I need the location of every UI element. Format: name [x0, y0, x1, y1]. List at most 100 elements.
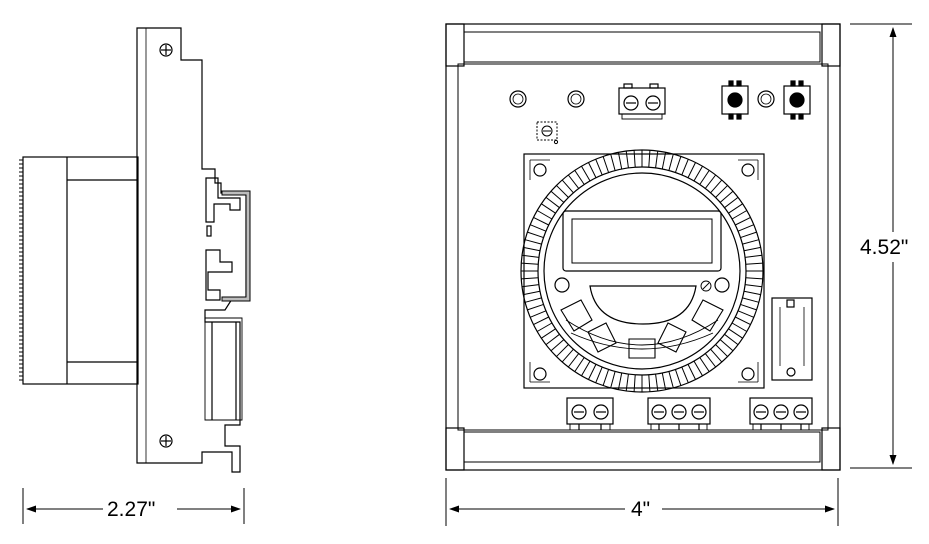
- dial-segment-tick: [581, 360, 591, 377]
- dial-segment-tick: [588, 364, 597, 380]
- dial-buttons: [560, 299, 724, 359]
- dial-segment-tick: [625, 150, 629, 168]
- terminal-block-2: [618, 83, 666, 120]
- dimension-label-side-width: 2.27": [103, 498, 160, 522]
- dial-button: [587, 322, 617, 353]
- dial-segment-tick: [693, 165, 703, 182]
- dial-segment-tick: [737, 224, 754, 232]
- terminal-block-3-center: [647, 397, 711, 431]
- dial-segment-tick: [556, 185, 569, 198]
- dial-segment-tick: [742, 297, 760, 303]
- dial-segment-tick: [724, 333, 739, 346]
- dial-segment-tick: [523, 246, 541, 252]
- dial-segment-tick: [524, 239, 542, 245]
- dial-segment-tick: [655, 374, 659, 392]
- dial-segment-tick: [550, 190, 565, 203]
- dial-segment-tick: [699, 357, 710, 372]
- dial-button: [560, 299, 593, 332]
- dial-segment-tick: [581, 165, 591, 182]
- dial-segment-tick: [602, 369, 610, 386]
- dial-knob: [554, 277, 570, 293]
- dial-segment-tick: [742, 239, 760, 245]
- dial-segment-tick: [715, 344, 728, 357]
- din-rail: [221, 190, 251, 302]
- dial-segment-tick: [521, 254, 539, 258]
- timer-dial-segments: [521, 150, 763, 392]
- dial-button: [691, 299, 724, 332]
- dial-segment-tick: [731, 322, 748, 332]
- side-dial-knurl: [19, 159, 23, 381]
- dial-segment-tick: [704, 353, 717, 368]
- dial-segment-tick: [745, 284, 763, 288]
- dial-segment-tick: [648, 150, 651, 168]
- dial-segment-tick: [602, 156, 610, 173]
- dial-segment-tick: [561, 348, 574, 363]
- dial-segment-tick: [527, 303, 544, 311]
- dial-segment-tick: [735, 316, 751, 325]
- dial-segment-tick: [719, 190, 734, 203]
- dial-segment-tick: [661, 152, 667, 170]
- dial-segment-tick: [521, 277, 539, 280]
- battery-slot: [771, 297, 813, 381]
- mounting-hole: [741, 163, 755, 177]
- dial-segment-tick: [728, 203, 743, 214]
- dial-segment-tick: [595, 366, 603, 383]
- dial-segment-tick: [661, 372, 667, 390]
- corner-block: [445, 23, 465, 67]
- dimension-front-height: [850, 23, 912, 469]
- dial-segment-tick: [715, 185, 728, 198]
- push-button: [721, 80, 749, 120]
- mounting-hole: [533, 163, 547, 177]
- side-view: [19, 27, 251, 473]
- dial-segment-tick: [745, 262, 763, 265]
- terminal-block-3-right: [749, 397, 813, 431]
- dial-segment-tick: [617, 372, 623, 390]
- dial-segment-tick: [556, 344, 569, 357]
- led-indicator: [509, 90, 527, 108]
- dial-knob: [714, 277, 730, 293]
- dial-segment-tick: [545, 333, 560, 346]
- dial-segment-tick: [719, 339, 734, 352]
- trimmer-potentiometer: [536, 121, 559, 145]
- dimension-front-width: [445, 478, 839, 526]
- dial-segment-tick: [737, 310, 754, 318]
- dial-segment-tick: [610, 371, 616, 389]
- dial-segment-tick: [740, 303, 757, 311]
- dial-segment-tick: [743, 290, 761, 296]
- dial-segment-tick: [745, 254, 763, 258]
- dial-cover: [589, 285, 697, 325]
- dial-segment-tick: [740, 231, 757, 239]
- din-rail-clip: [205, 177, 241, 223]
- dial-segment-tick: [533, 217, 549, 226]
- dial-segment-tick: [687, 162, 696, 178]
- dial-segment-tick: [536, 322, 553, 332]
- corner-block: [821, 23, 841, 67]
- led-indicator: [757, 90, 775, 108]
- dial-segment-tick: [735, 217, 751, 226]
- dial-segment-tick: [545, 196, 560, 209]
- dial-segment-tick: [743, 246, 761, 252]
- dial-segment-tick: [530, 310, 547, 318]
- dial-segment-tick: [521, 284, 539, 288]
- dial-segment-tick: [655, 150, 659, 168]
- dial-segment-tick: [710, 348, 723, 363]
- terminal-block-2-bottom: [566, 397, 614, 431]
- timer-dial-face: [543, 172, 741, 370]
- dial-segment-tick: [681, 366, 689, 383]
- screw-icon: [159, 43, 173, 57]
- dial-segment-tick: [687, 364, 696, 380]
- lcd-display: [562, 210, 722, 272]
- dial-segment-tick: [674, 369, 682, 386]
- corner-block: [821, 427, 841, 471]
- dial-segment-tick: [524, 297, 542, 303]
- dial-segment-tick: [693, 360, 703, 377]
- dial-segment-tick: [668, 371, 674, 389]
- dial-segment-tick: [710, 179, 723, 194]
- dial-segment-tick: [574, 170, 585, 185]
- dial-segment-tick: [648, 374, 651, 392]
- dial-segment-tick: [633, 150, 636, 168]
- dial-segment-tick: [567, 174, 580, 189]
- dial-segment-tick: [561, 179, 574, 194]
- dial-segment-tick: [617, 152, 623, 170]
